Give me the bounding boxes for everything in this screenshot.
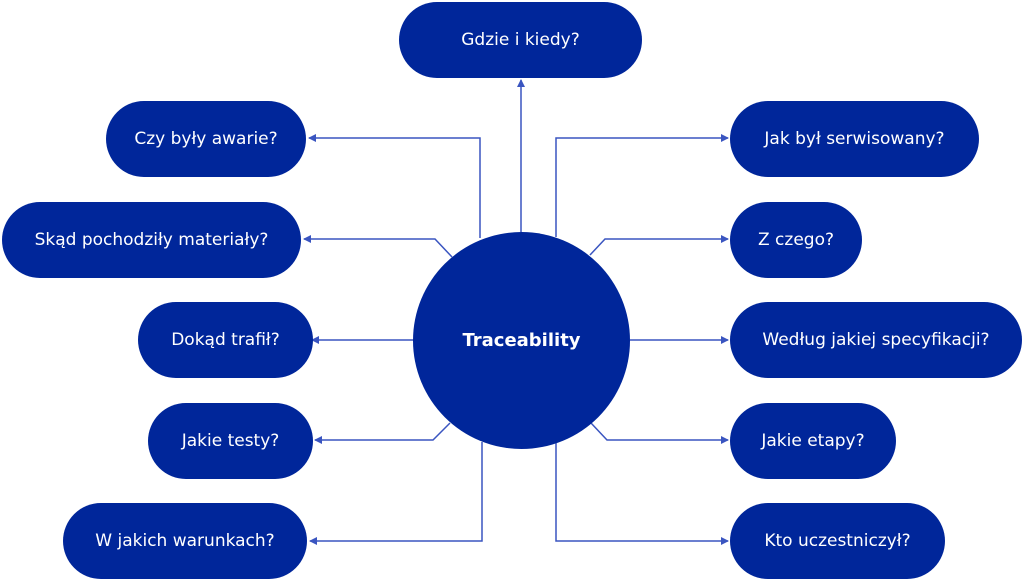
node-right-1: Jak był serwisowany? [730,101,979,177]
node-left-1: Czy były awarie? [106,101,306,177]
connector-right-2 [589,235,729,256]
node-right-4: Jakie etapy? [730,403,896,479]
connector-left-1 [308,134,481,238]
center-node: Traceability [413,232,630,449]
node-label: Jakie testy? [181,431,280,451]
connector-left-5 [309,442,483,545]
connector-right-4 [590,422,729,444]
node-right-2: Z czego? [730,202,862,278]
node-top: Gdzie i kiedy? [399,2,642,78]
node-label: Kto uczestniczył? [764,531,911,551]
node-label: Z czego? [758,230,834,250]
node-label: Skąd pochodziły materiały? [34,230,269,250]
node-label: Gdzie i kiedy? [461,30,580,50]
node-label: Według jakiej specyfikacji? [762,330,990,350]
node-label: Jakie etapy? [761,431,865,451]
connector-left-2 [303,235,453,258]
node-right-3: Według jakiej specyfikacji? [730,302,1022,378]
connector-right-1 [555,134,729,237]
node-label: Dokąd trafił? [171,330,280,350]
connector-left-4 [314,422,451,444]
node-left-5: W jakich warunkach? [63,503,307,579]
node-label: Jak był serwisowany? [764,129,945,149]
node-left-2: Skąd pochodziły materiały? [2,202,301,278]
node-label: W jakich warunkach? [95,531,275,551]
node-left-3: Dokąd trafił? [138,302,313,378]
node-right-5: Kto uczestniczył? [730,503,945,579]
node-label: Czy były awarie? [134,129,278,149]
connector-right-5 [555,443,729,545]
node-left-4: Jakie testy? [148,403,313,479]
center-label: Traceability [462,330,581,351]
